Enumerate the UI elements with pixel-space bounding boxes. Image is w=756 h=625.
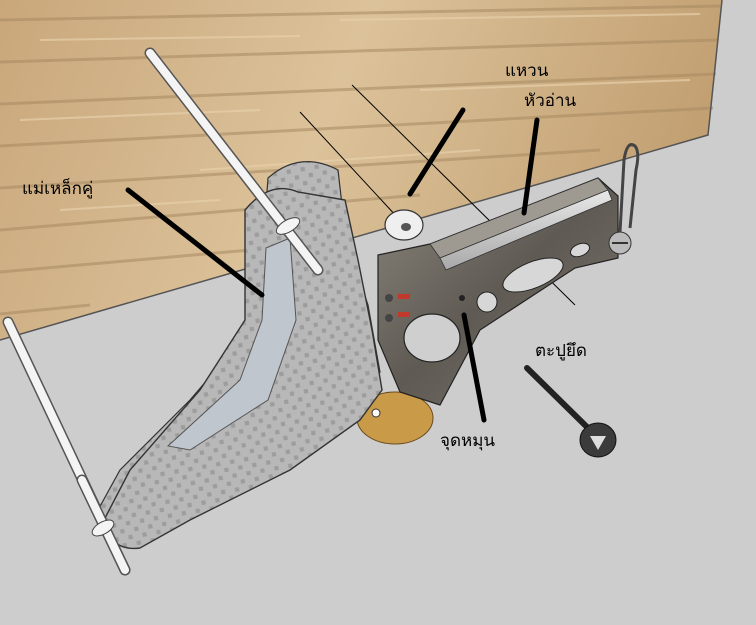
label-pivot-point: จุดหมุน (440, 431, 495, 451)
read-arm (377, 177, 619, 406)
upper-pin (144, 47, 324, 276)
washer (384, 209, 424, 241)
label-double-magnet: แม่เหล็กคู่ (22, 177, 93, 199)
label-washer: แหวน (505, 61, 549, 81)
lower-pin-front (76, 474, 131, 576)
label-fixing-screw: ตะปูยึด (535, 341, 587, 361)
magnet-strip (166, 237, 297, 451)
leader-lines (125, 107, 540, 423)
label-read-head: หัวอ่าน (524, 91, 577, 111)
read-head-screw (608, 143, 640, 255)
fixing-screw (524, 365, 617, 458)
